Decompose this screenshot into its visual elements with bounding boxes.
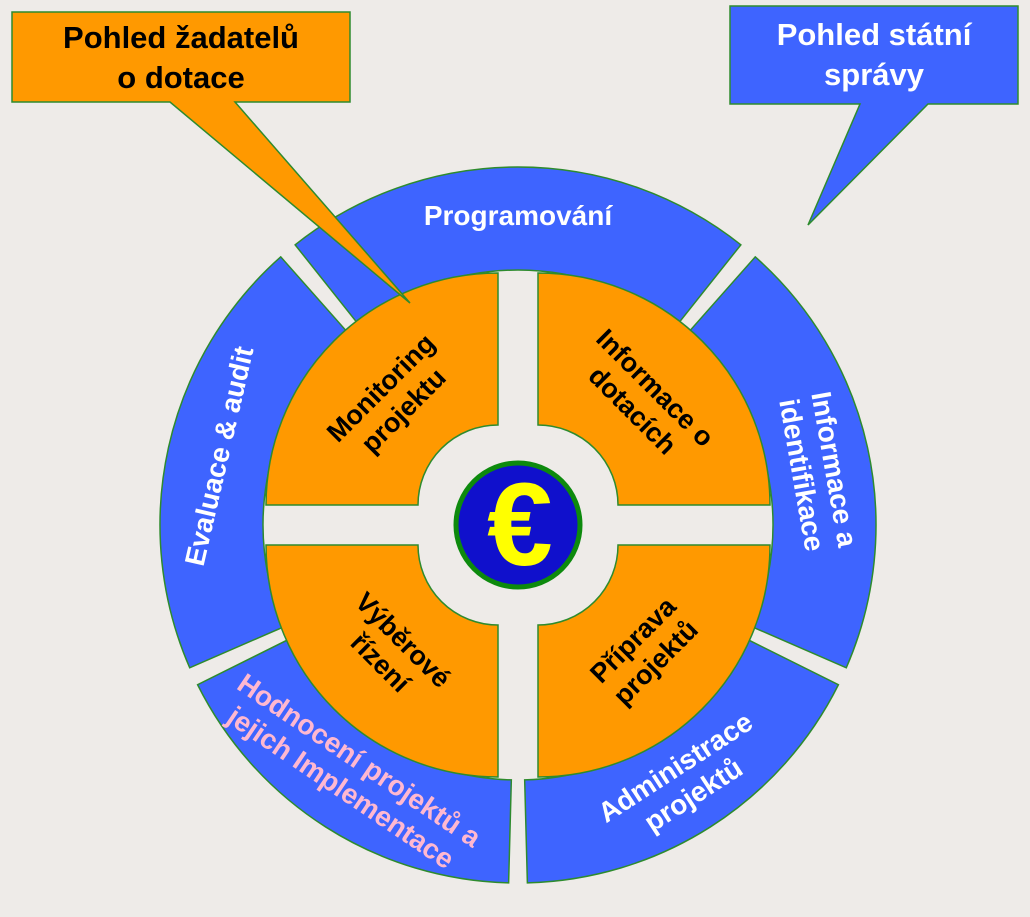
callout-applicants-text-line: o dotace bbox=[117, 60, 244, 95]
quadrant-informace-o-dotacich bbox=[537, 272, 771, 506]
center-circle bbox=[453, 460, 583, 590]
segment-programovani-label: Programování bbox=[424, 200, 613, 231]
segment-programovani-label-line: Programování bbox=[424, 200, 613, 231]
euro-icon: € bbox=[487, 459, 553, 591]
callout-applicants-text: Pohled žadatelů o dotace bbox=[63, 20, 299, 95]
callout-state-text-line: správy bbox=[824, 57, 925, 92]
segment-programovani bbox=[294, 166, 742, 327]
callout-applicants-text-line: Pohled žadatelů bbox=[63, 20, 299, 55]
quadrant-vyberove-rizeni bbox=[265, 544, 499, 778]
callout-state-text: Pohled státní správy bbox=[777, 17, 973, 92]
callout-state-text-line: Pohled státní bbox=[777, 17, 973, 52]
callout-applicants-view bbox=[11, 11, 411, 304]
quadrant-priprava-projektu bbox=[537, 544, 771, 778]
callouts: Pohled žadatelů o dotace Pohled státní sprá… bbox=[11, 5, 1019, 304]
segment-evaluace-audit bbox=[159, 255, 351, 669]
center-badge: € bbox=[453, 459, 583, 591]
callout-state-view bbox=[729, 5, 1019, 226]
quadrant-monitoring-projektu bbox=[265, 272, 499, 506]
